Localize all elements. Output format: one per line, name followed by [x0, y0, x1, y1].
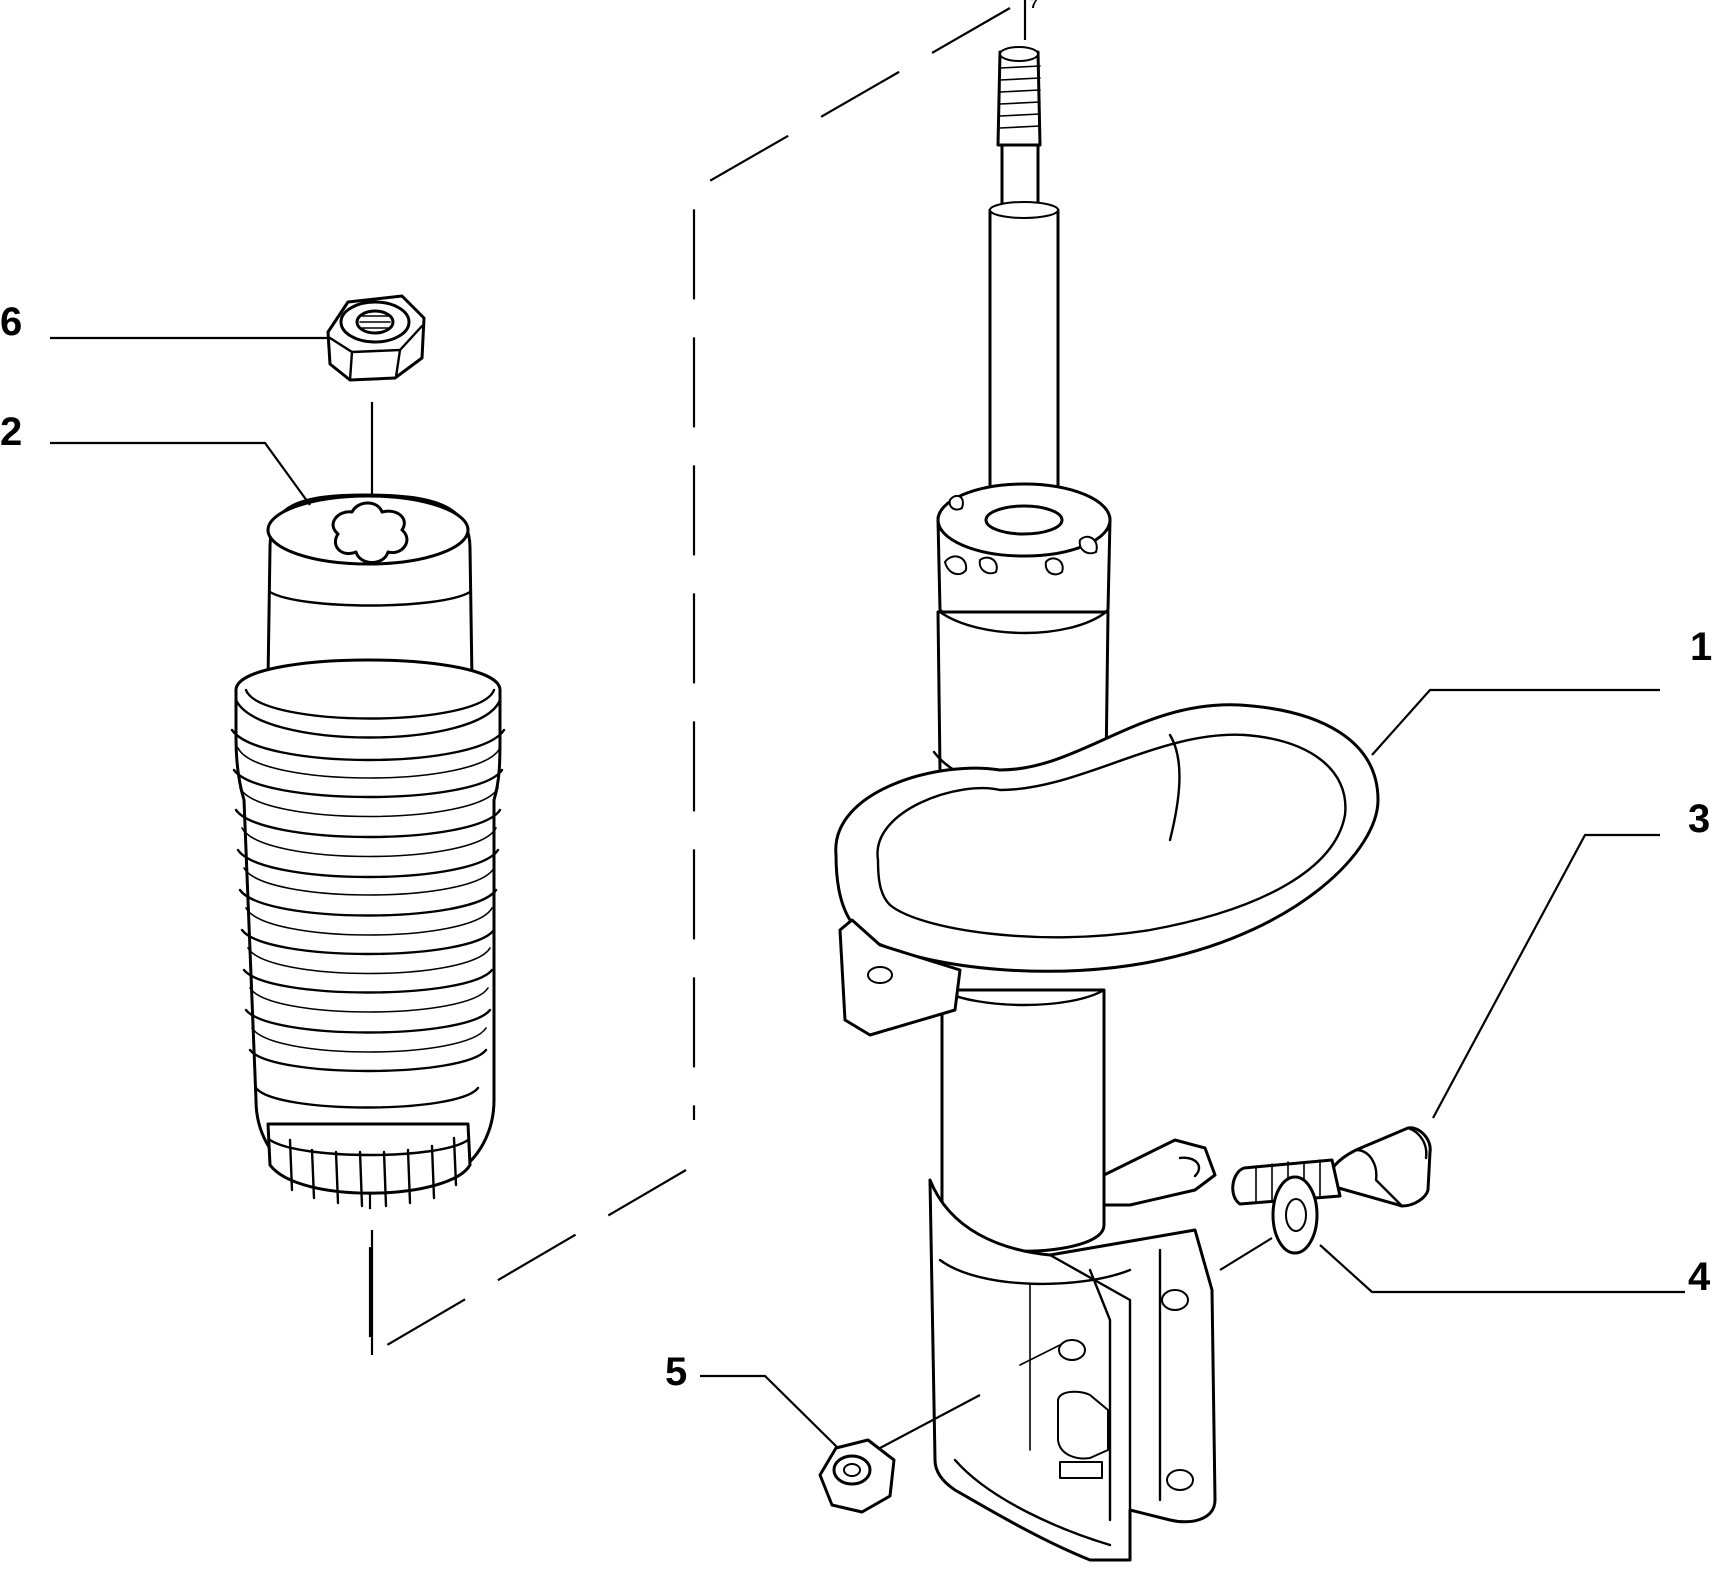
callout-number-4: 4 [1688, 1255, 1711, 1299]
callout-number-1: 1 [1690, 625, 1712, 669]
callout-number-3: 3 [1688, 797, 1710, 841]
callout-number-6: 6 [0, 300, 22, 344]
assembly-frame-dashed [368, 7, 1011, 1357]
callout-number-5: 5 [665, 1350, 687, 1394]
callout-number-2: 2 [0, 410, 22, 454]
part-2-dust-boot [230, 493, 506, 1260]
callout-number-7: 7 [1030, 0, 1038, 11]
part-5-nut [700, 1374, 981, 1514]
leader-lines [50, 0, 1660, 756]
part-1-strut-body [834, 46, 1380, 1562]
part-4-washer [1219, 1175, 1685, 1294]
part-6-lock-nut [326, 294, 426, 520]
